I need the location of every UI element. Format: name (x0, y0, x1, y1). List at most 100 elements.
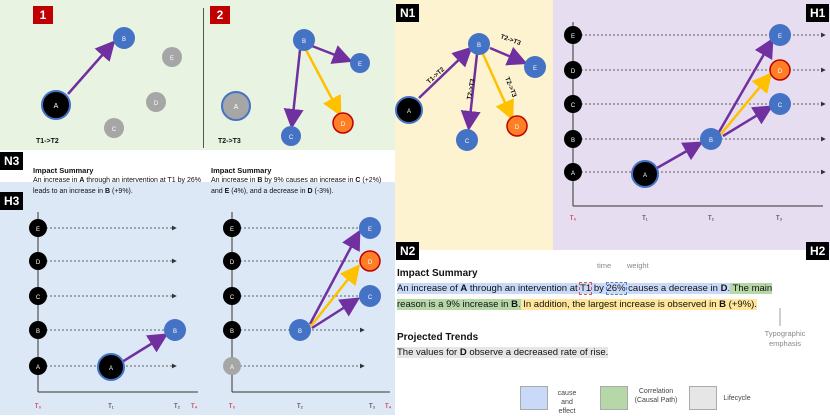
svg-text:D: D (368, 260, 373, 266)
node-d (359, 250, 381, 272)
axis-node-d (29, 252, 47, 270)
time-annotation: time (597, 261, 612, 270)
n1-graph: A B E C D T1->T2 T2->T3 T2->T3 T2->T3 (395, 33, 546, 151)
svg-text:C: C (778, 103, 783, 109)
node-e (359, 217, 381, 239)
node-e-label: E (170, 56, 174, 62)
edge-b-c (283, 49, 304, 129)
tick-t2: T₂ (174, 404, 181, 410)
legend-swatch-cause (520, 386, 548, 410)
tick-t3: T₃ (776, 216, 783, 222)
axis-node-a (29, 357, 47, 375)
legend-label-correlation: Correlation (Causal Path) (634, 388, 678, 404)
tick-t2: T₂ (297, 404, 304, 410)
panel-tag-2: 2 (210, 6, 230, 24)
panel-divider (203, 8, 204, 148)
panel-tag-1: 1 (33, 6, 53, 24)
axis-node-c (29, 287, 47, 305)
node-b-label: B (302, 39, 306, 45)
edge-b-d (481, 53, 514, 121)
svg-text:A: A (36, 365, 40, 371)
node-a (631, 160, 659, 188)
axis-node-b (29, 321, 47, 339)
svg-text:E: E (533, 66, 537, 72)
panel-1-2-background (0, 0, 395, 150)
axis-node-e (223, 219, 241, 237)
node-e (350, 53, 370, 73)
panel-1-caption: T1->T2 (36, 138, 59, 145)
typographic-emphasis-annotation: Typographic emphasis (764, 329, 806, 348)
svg-text:B: B (571, 138, 575, 144)
edge-b-d (310, 264, 361, 327)
panel-tag-n1: N1 (396, 4, 420, 22)
svg-text:A: A (109, 366, 113, 372)
node-d (506, 115, 528, 137)
axis-node-e (29, 219, 47, 237)
svg-text:B: B (173, 329, 177, 335)
node-a-label: A (234, 104, 239, 111)
svg-text:D: D (36, 260, 41, 266)
node-a (221, 91, 251, 121)
node-a-label: A (54, 103, 59, 110)
tick-t3: T₃ (369, 404, 376, 410)
n3-left-text: An increase in A through an intervention… (33, 177, 201, 195)
node-a (97, 353, 125, 381)
node-b (113, 27, 135, 49)
svg-text:B: B (477, 43, 481, 49)
svg-text:B: B (298, 329, 302, 335)
axis-node-b (564, 130, 582, 148)
node-b (700, 128, 722, 150)
node-e (162, 47, 182, 67)
node-c (104, 118, 124, 138)
h2-impact-text: An increase of A through an intervention… (397, 282, 773, 310)
edge-b-c (311, 297, 361, 330)
axis-node-a (223, 357, 241, 375)
svg-text:D: D (571, 69, 576, 75)
weight-annotation: weight (627, 261, 649, 270)
svg-text:C: C (36, 295, 41, 301)
node-e (524, 56, 546, 78)
legend-swatch-correlation (600, 386, 628, 410)
svg-text:C: C (571, 103, 576, 109)
h2-trends-text: The values for D observe a decreased rat… (397, 347, 609, 358)
svg-text:A: A (407, 109, 411, 115)
node-e (769, 24, 791, 46)
node-d (146, 92, 166, 112)
axis-node-c (564, 95, 582, 113)
node-c-label: C (112, 127, 117, 133)
svg-text:A: A (643, 173, 647, 179)
edge-b-e (717, 37, 774, 133)
tick-t1: T₁ (108, 404, 114, 410)
legend-label-cause: cause and effect (557, 390, 577, 415)
node-c (456, 129, 478, 151)
node-b-label: B (122, 37, 126, 43)
edge-b-e (311, 44, 353, 64)
tick-t4: T₄ (385, 404, 392, 410)
tick-t0: T₀ (229, 404, 236, 410)
svg-text:C: C (368, 295, 373, 301)
svg-text:B: B (709, 138, 713, 144)
node-d (769, 59, 791, 81)
node-b (468, 33, 490, 55)
axis-node-d (564, 61, 582, 79)
axis-node-c (223, 287, 241, 305)
tick-t1: T₁ (642, 216, 648, 222)
h3-left-timeline: E D C B A A B T₀ T₁ T₂ T₄ (29, 212, 198, 410)
edge-b-e (308, 229, 361, 325)
axis-node-d (223, 252, 241, 270)
h3-right-timeline: E D C B A B E D C T₀ T₂ T₃ T₄ (223, 212, 392, 410)
edge-b-c (460, 53, 481, 131)
tick-t2: T₂ (708, 216, 715, 222)
node-d-label: D (154, 101, 159, 107)
node-c-label: C (289, 135, 294, 141)
svg-text:E: E (230, 227, 234, 233)
node-c (769, 93, 791, 115)
tick-t0: T₀ (570, 216, 577, 222)
h2-impact-title: Impact Summary (397, 268, 478, 279)
edge-a-b (67, 40, 116, 95)
edge-a-b (656, 141, 704, 170)
svg-text:A: A (571, 171, 575, 177)
axis-node-b (223, 321, 241, 339)
n3-left-title: Impact Summary (33, 166, 94, 175)
